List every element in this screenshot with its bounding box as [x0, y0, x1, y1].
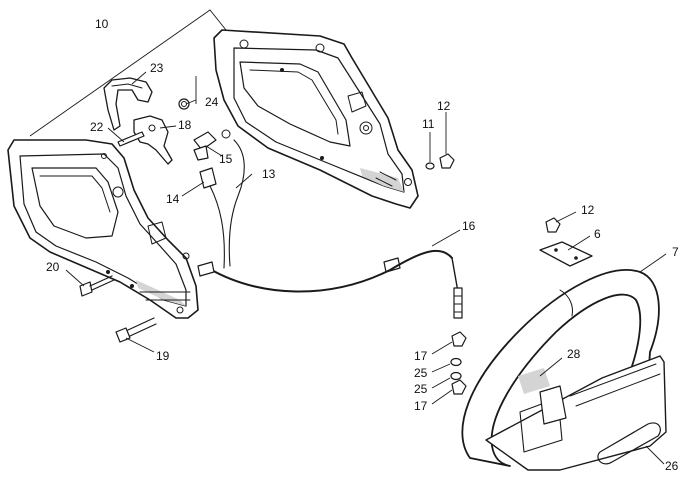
right-housing-half [213, 29, 419, 209]
nut-washer-stack [450, 331, 467, 395]
callout-28: 28 [567, 347, 581, 361]
callout-7: 7 [672, 245, 679, 259]
front-handle [461, 269, 667, 471]
callout-18: 18 [178, 118, 192, 132]
callout-17-upper: 17 [414, 349, 428, 363]
callout-23: 23 [150, 61, 164, 75]
callout-15: 15 [219, 152, 233, 166]
callout-22: 22 [90, 120, 104, 134]
nut-12-upper [439, 153, 455, 169]
callout-20: 20 [46, 260, 60, 274]
throttle-cable [197, 249, 463, 319]
callout-19: 19 [156, 349, 170, 363]
wire-harness [209, 139, 245, 269]
callout-12-upper: 12 [437, 99, 451, 113]
callout-6: 6 [594, 227, 601, 241]
screw-20 [79, 275, 115, 297]
callout-14: 14 [166, 192, 180, 206]
callout-26: 26 [665, 459, 679, 473]
washer-11 [425, 162, 435, 170]
throttle-trigger [103, 77, 153, 131]
callout-25-upper: 25 [414, 366, 428, 380]
callout-17-lower: 17 [414, 399, 428, 413]
left-housing-half [7, 139, 199, 319]
bolt-19 [115, 317, 157, 343]
spring [178, 98, 190, 110]
nut-12-lower [545, 217, 561, 233]
switch-connector [193, 129, 231, 161]
wire-plug [199, 167, 217, 189]
callout-24: 24 [205, 95, 219, 109]
callout-labels: 10 23 24 22 18 15 14 13 12 11 20 19 16 1… [46, 17, 679, 473]
callout-25-lower: 25 [414, 382, 428, 396]
callout-11: 11 [422, 117, 435, 131]
pin [117, 131, 145, 147]
trigger-lever [133, 115, 173, 165]
label-26 [597, 422, 661, 465]
plate-6 [539, 241, 593, 267]
callout-12-lower: 12 [581, 203, 595, 217]
callout-10: 10 [95, 17, 109, 31]
callout-16: 16 [462, 219, 476, 233]
leader-lines [65, 71, 667, 465]
callout-13: 13 [262, 167, 276, 181]
